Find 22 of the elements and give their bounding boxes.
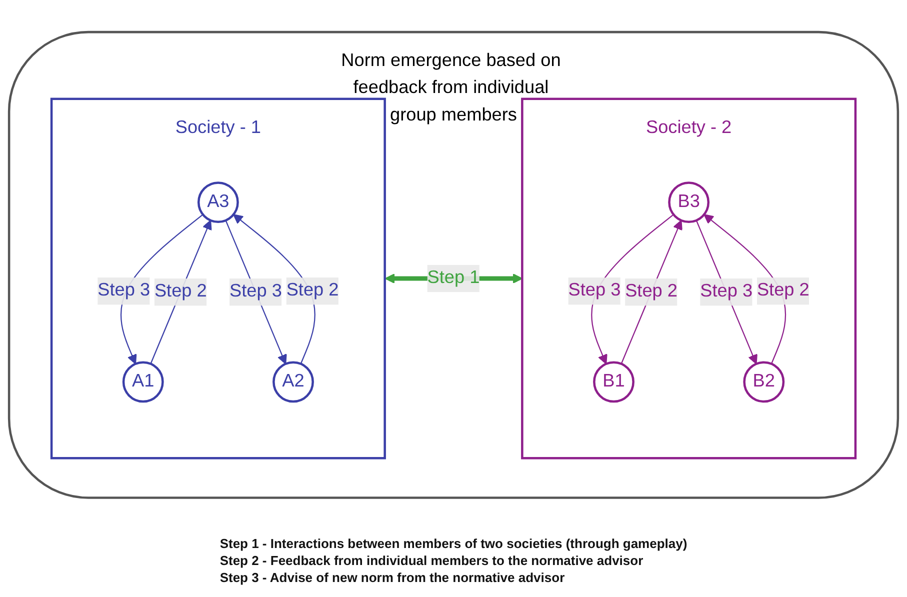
node-circle: A3 xyxy=(197,182,239,224)
arrow xyxy=(225,220,287,364)
edge-label: Step 2 xyxy=(756,281,810,300)
arrow xyxy=(150,220,212,364)
node-circle: A2 xyxy=(272,361,314,403)
edge-label: Step 3 xyxy=(98,281,150,300)
step-note: Step 1 - Interactions between members of two societies (through gameplay) xyxy=(220,536,688,551)
edge-label: Step 3 xyxy=(568,281,621,300)
edge-label: Step 2 xyxy=(286,281,339,300)
step-note: Step 3 - Advise of new norm from the normative advisor xyxy=(220,570,566,585)
edge-label: Step 3 xyxy=(230,282,282,302)
step-note: Step 2 - Feedback from individual members to the normative advisor xyxy=(220,553,644,568)
edge-label: Step 3 xyxy=(700,282,753,302)
edge-label: Step 2 xyxy=(625,282,678,302)
node-circle: B3 xyxy=(668,182,710,224)
edge-label: Step 1 xyxy=(427,268,480,288)
node-circle: A1 xyxy=(122,361,164,403)
node-circle: B2 xyxy=(743,361,785,403)
arrow xyxy=(620,220,682,364)
node-circle: B1 xyxy=(593,361,634,403)
arrow xyxy=(696,220,758,364)
edge-label: Step 2 xyxy=(154,282,207,302)
